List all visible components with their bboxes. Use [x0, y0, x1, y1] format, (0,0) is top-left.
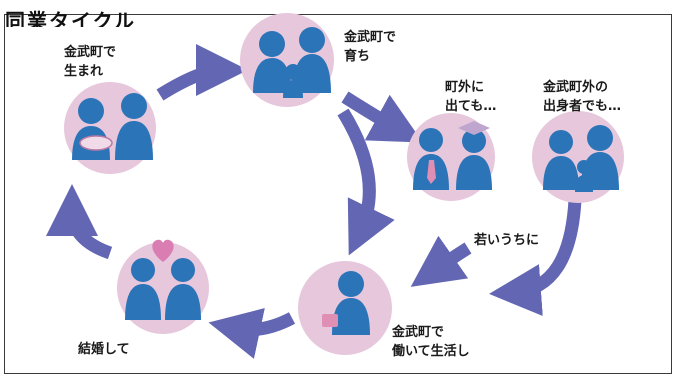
stage-marry [117, 239, 209, 334]
arrow-raised-to-leave [341, 91, 423, 143]
label-marry: 結婚して [78, 342, 130, 357]
label-leave: 町外に 出ても… [445, 80, 497, 114]
arrow-marry-to-born [46, 184, 113, 260]
arrow-work-to-marry [208, 308, 296, 359]
arrow-young-to-work [410, 235, 472, 287]
label-young: 若いうちに [474, 233, 540, 248]
label-outsider: 金武町外の 出身者でも… [543, 80, 622, 114]
arrows [46, 44, 582, 359]
stage-outsider [532, 111, 624, 203]
baby-icon [79, 135, 113, 151]
stage-leave [407, 113, 495, 201]
page-title: 同業タイクル [5, 9, 136, 27]
arrow-raised-to-work [337, 108, 395, 256]
label-work: 金武町で 働いて生活し [392, 325, 470, 359]
label-born: 金武町で 生まれ [64, 45, 117, 79]
graduation-cap-icon [458, 121, 490, 135]
stage-raised [240, 13, 334, 107]
label-raised: 金武町で 育ち [344, 30, 397, 64]
arrow-outsider-to-work [489, 199, 582, 317]
briefcase-icon [322, 314, 338, 327]
heart-icon [152, 239, 174, 262]
arrow-born-to-raised [156, 44, 248, 101]
necktie-icon [427, 160, 436, 184]
stage-work [298, 261, 392, 355]
stage-born [64, 82, 156, 174]
